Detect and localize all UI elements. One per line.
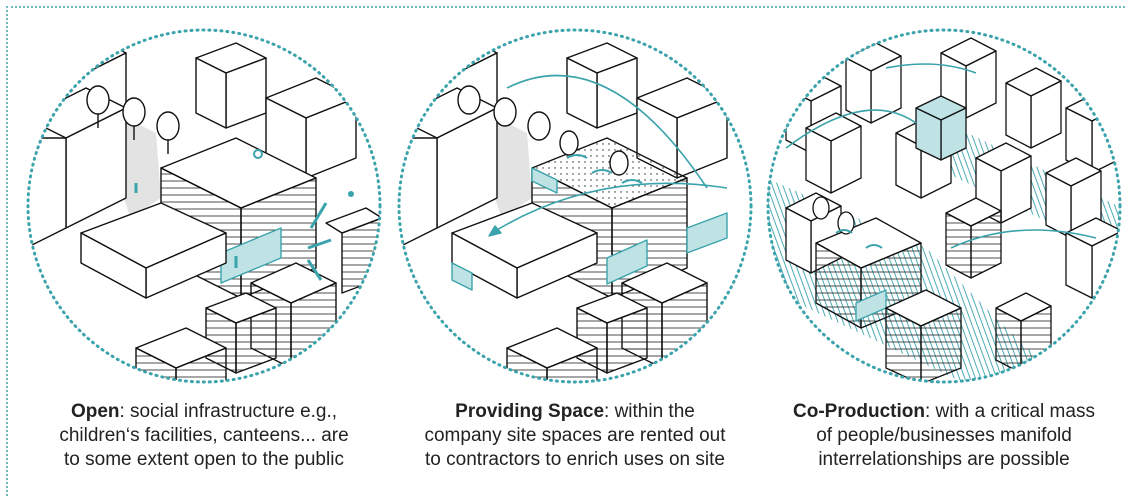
panel-open: Open: social infrastructure e.g., childr…: [26, 28, 382, 494]
caption-description-line-1: : social infrastructure e.g.,: [119, 401, 338, 422]
caption-title: Open: [70, 401, 120, 422]
caption-title: Providing Space: [455, 401, 605, 422]
caption-description-line-1: : within the: [604, 401, 695, 422]
panel-co-production: Co-Production: with a critical mass of p…: [766, 28, 1122, 494]
caption-description-line-3: interrelationships are possible: [818, 449, 1070, 470]
dotted-frame-top: [6, 6, 1125, 8]
caption-description-line-3: to some extent open to the public: [64, 449, 344, 470]
caption-title: Co-Production: [793, 401, 925, 422]
panel-providing-space: Providing Space: within the company site…: [397, 28, 753, 494]
providing-space-diagram-illustration: [397, 28, 753, 384]
caption-description-line-1: : with a critical mass: [924, 401, 1095, 422]
caption-description-line-2: of people/businesses manifold: [816, 425, 1072, 446]
caption-description-line-2: company site spaces are rented out: [424, 425, 726, 446]
caption-co-production: Co-Production: with a critical mass of p…: [766, 400, 1122, 472]
open-diagram-illustration: [26, 28, 382, 384]
caption-open: Open: social infrastructure e.g., childr…: [26, 400, 382, 472]
dotted-frame-left: [6, 6, 8, 496]
co-production-diagram-illustration: [766, 28, 1122, 384]
caption-providing-space: Providing Space: within the company site…: [397, 400, 753, 472]
caption-description-line-3: to contractors to enrich uses on site: [425, 449, 725, 470]
caption-description-line-2: children‘s facilities, canteens... are: [59, 425, 349, 446]
